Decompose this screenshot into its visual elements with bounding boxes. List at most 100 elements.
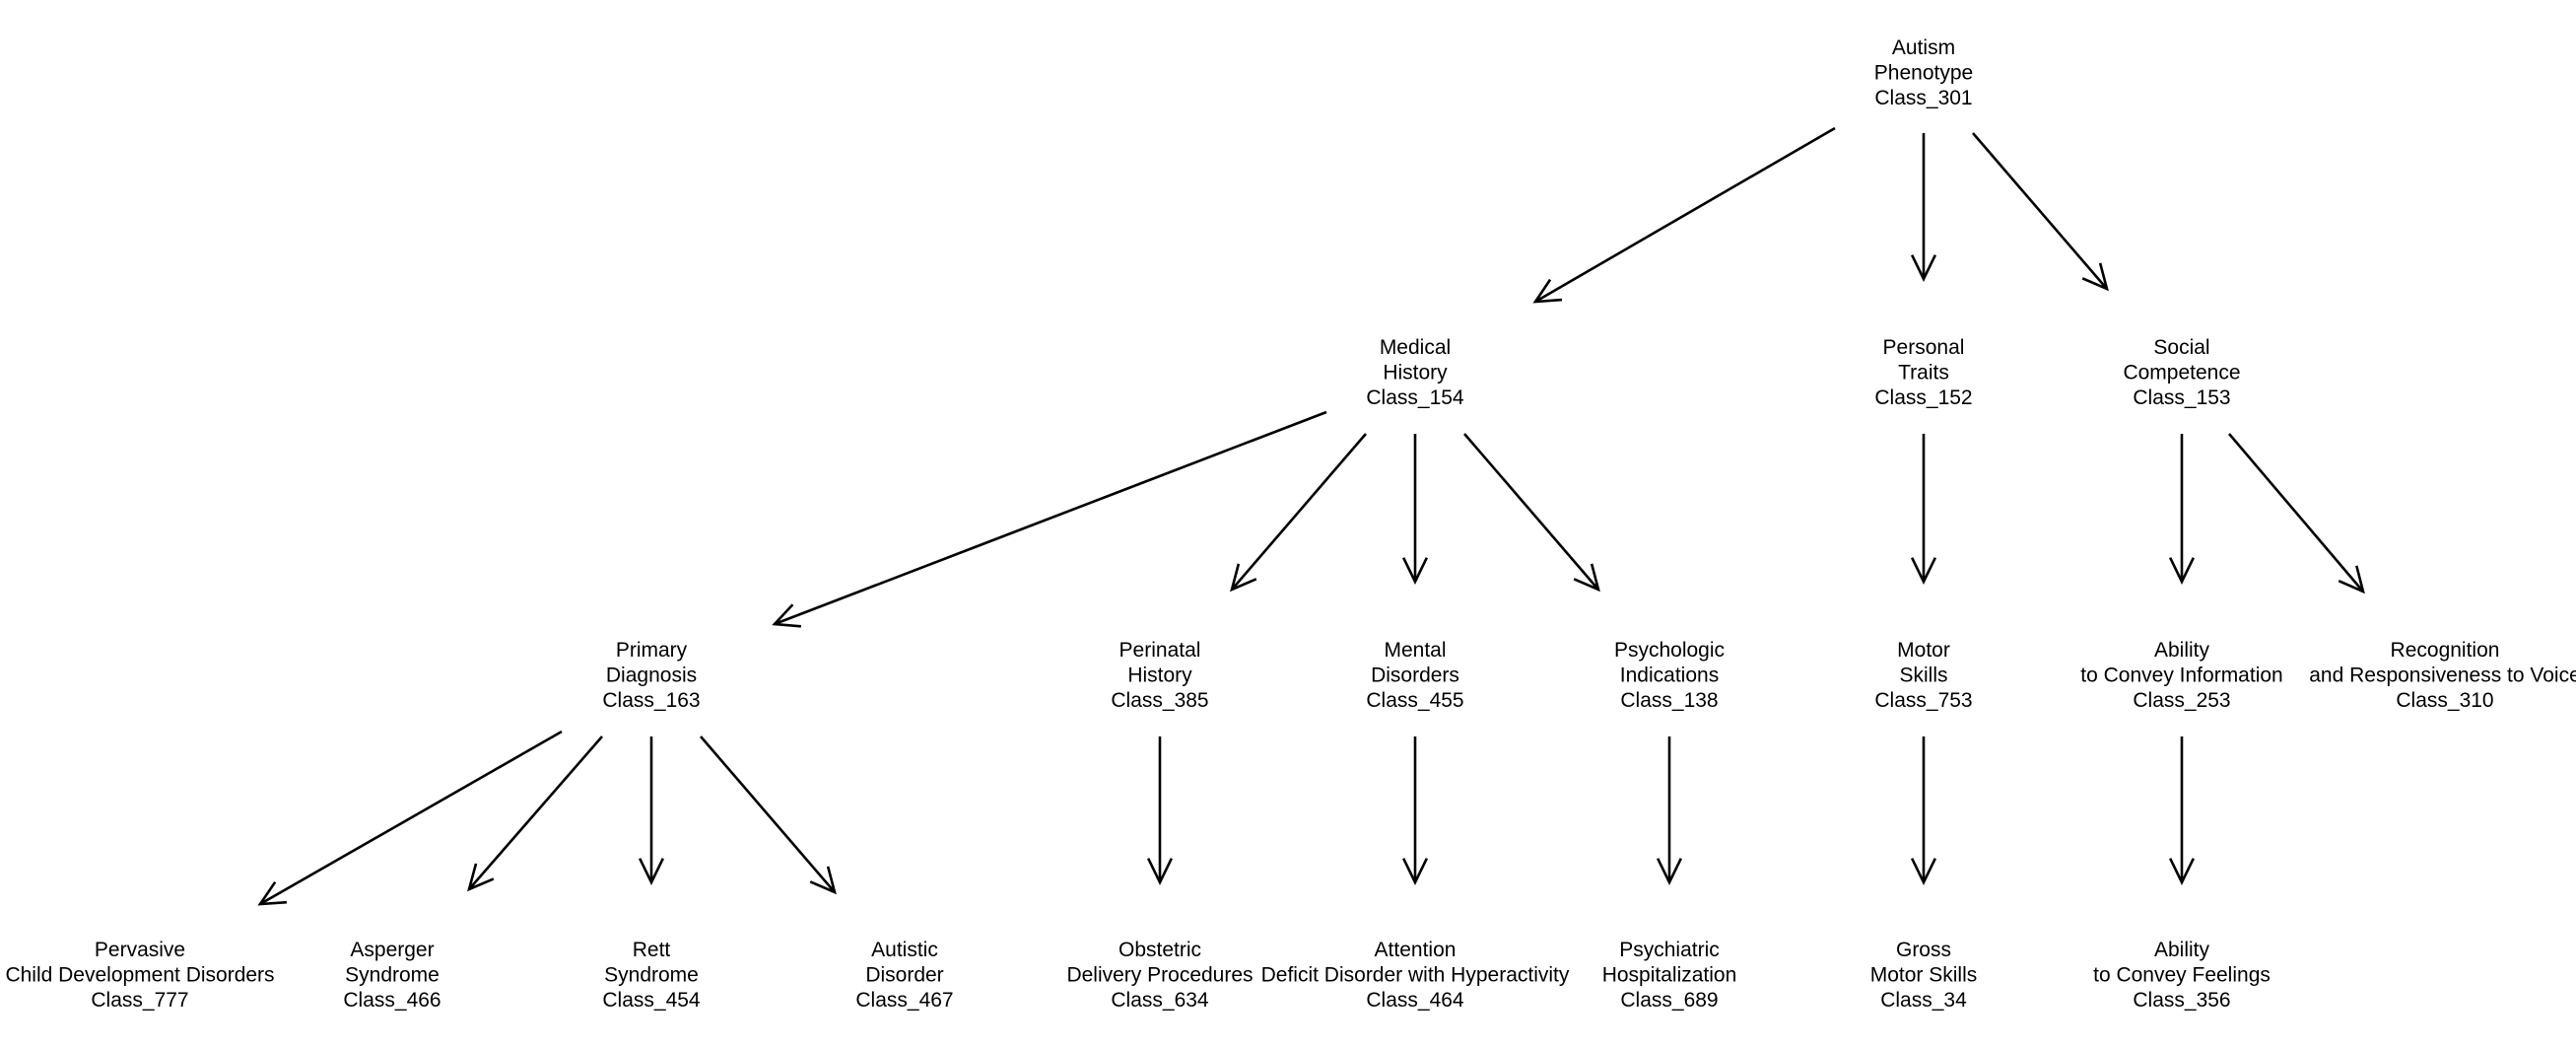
edge-arrow-social-competence-to-ability-convey-information: [2168, 434, 2196, 585]
node-label-line: Class_310: [2396, 689, 2493, 712]
node-label-line: Class_34: [1880, 989, 1967, 1012]
arrowhead-icon: [2081, 262, 2109, 292]
edge-arrow-autism-phenotype-to-personal-traits: [1910, 133, 1937, 282]
node-label-line: Class_689: [1620, 989, 1718, 1012]
arrowhead-icon: [2338, 565, 2365, 594]
node-label-line: Class_301: [1874, 87, 1972, 109]
node-label-line: Psychologic: [1614, 639, 1725, 662]
edge-line: [700, 735, 836, 893]
arrowhead-icon: [1146, 858, 1174, 885]
node-label-line: Traits: [1898, 362, 1949, 385]
arrowhead-icon: [638, 858, 665, 885]
edge-arrow-autism-phenotype-to-social-competence: [1972, 132, 2109, 292]
node-label-line: Disorder: [865, 964, 943, 987]
node-label-line: Class_163: [602, 689, 700, 712]
edge-arrow-social-competence-to-recognition-responsiveness-voice: [2228, 433, 2365, 594]
node-label-line: Competence: [2123, 362, 2240, 385]
arrowhead-icon: [772, 603, 802, 628]
arrowhead-icon: [1401, 557, 1429, 585]
node-label-line: Class_777: [91, 989, 188, 1012]
arrowhead-icon: [1910, 858, 1937, 885]
arrowhead-icon: [809, 866, 837, 895]
node-label-line: Class_385: [1111, 689, 1208, 712]
node-label-line: Indications: [1620, 664, 1719, 687]
node-label-line: Rett: [633, 939, 671, 961]
edge-arrow-medical-history-to-primary-diagnosis: [772, 410, 1327, 628]
node-label-line: Deficit Disorder with Hyperactivity: [1261, 964, 1570, 987]
node-label-line: Hospitalization: [1602, 964, 1737, 987]
edge-arrow-primary-diagnosis-to-rett-syndrome: [638, 736, 665, 885]
node-label-line: Class_634: [1111, 989, 1209, 1012]
node-label-line: Recognition: [2391, 639, 2500, 662]
node-label-line: History: [1383, 362, 1448, 385]
edge-arrow-personal-traits-to-motor-skills: [1910, 434, 1937, 585]
edge-arrow-mental-disorders-to-attention-deficit-disorder-hyperactivity: [1401, 736, 1429, 885]
node-label-line: Personal: [1883, 336, 1965, 359]
edge-arrow-ability-convey-information-to-ability-convey-feelings: [2168, 736, 2196, 885]
edge-line: [2228, 433, 2364, 593]
node-label-line: Autistic: [871, 939, 938, 961]
edge-arrow-motor-skills-to-gross-motor-skills: [1910, 736, 1937, 885]
node-label-line: Social: [2153, 336, 2209, 359]
node-label-line: Syndrome: [604, 964, 699, 987]
node-label-line: Ability: [2154, 639, 2210, 662]
node-label-line: Disorders: [1371, 664, 1459, 687]
arrowhead-icon: [1910, 557, 1937, 585]
arrowhead-icon: [2168, 557, 2196, 585]
edge-arrow-perinatal-history-to-obstetric-delivery-procedures: [1146, 736, 1174, 885]
node-label-line: to Convey Information: [2080, 664, 2282, 687]
node-label-line: Class_154: [1366, 386, 1464, 409]
node-label-line: Asperger: [350, 939, 434, 961]
arrowhead-icon: [1910, 254, 1937, 282]
node-label-line: Diagnosis: [606, 664, 697, 687]
arrowhead-icon: [1532, 278, 1563, 304]
node-label-line: Class_454: [602, 989, 701, 1012]
node-label-line: and Responsiveness to Voice: [2309, 664, 2576, 687]
arrowhead-icon: [257, 880, 288, 906]
edge-arrow-autism-phenotype-to-medical-history: [1532, 126, 1836, 304]
edge-arrow-primary-diagnosis-to-asperger-syndrome: [467, 735, 603, 892]
arrowhead-icon: [1656, 858, 1683, 885]
node-label-line: Autism: [1892, 36, 1955, 59]
node-label-line: Perinatal: [1119, 639, 1201, 662]
edge-arrow-primary-diagnosis-to-autistic-disorder: [700, 735, 837, 895]
node-label-line: Skills: [1899, 664, 1947, 687]
arrowhead-icon: [1230, 563, 1257, 593]
node-label-line: Syndrome: [345, 964, 440, 987]
arrowhead-icon: [467, 863, 495, 892]
edge-arrow-medical-history-to-psychologic-indications: [1463, 433, 1600, 593]
node-label-line: Motor Skills: [1870, 964, 1978, 987]
node-label-line: Class_138: [1620, 689, 1718, 712]
arrowhead-icon: [2168, 858, 2196, 885]
edge-line: [1231, 433, 1367, 591]
node-label-line: Phenotype: [1874, 62, 1973, 85]
edges-layer: [257, 126, 2365, 906]
edge-line: [774, 410, 1327, 626]
node-label-line: Class_466: [343, 989, 441, 1012]
edge-line: [468, 735, 603, 890]
node-label-line: Gross: [1896, 939, 1951, 961]
edge-arrow-medical-history-to-mental-disorders: [1401, 434, 1429, 585]
edge-arrow-primary-diagnosis-to-pervasive-child-development-disorders: [257, 730, 563, 906]
node-label-line: Delivery Procedures: [1066, 964, 1253, 987]
edge-line: [259, 730, 563, 906]
node-label-line: Class_253: [2133, 689, 2230, 712]
node-label-line: Mental: [1384, 639, 1446, 662]
